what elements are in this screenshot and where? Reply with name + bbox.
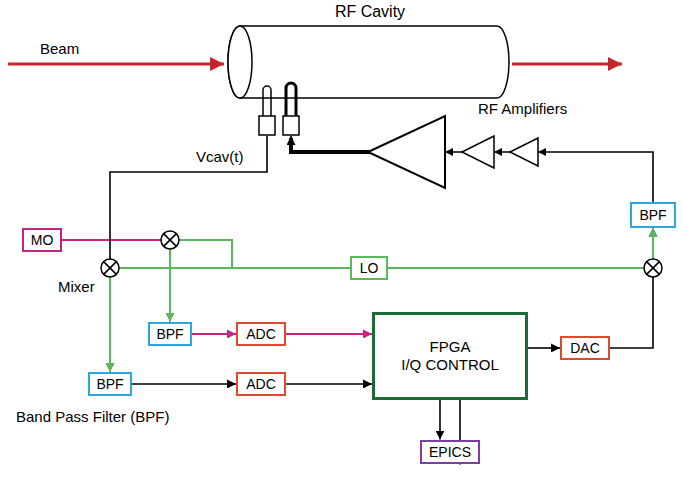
- beam-arrow: [512, 63, 622, 66]
- amplifier-symbol: [462, 136, 494, 168]
- beam-label: Beam: [40, 40, 79, 58]
- part-name: RF Amplifiers: [478, 100, 567, 118]
- signal-line: [192, 333, 236, 335]
- signal-line: [439, 400, 441, 440]
- filter-box: BPF: [148, 322, 192, 347]
- filter-box: BPF: [88, 372, 132, 397]
- signal-line: [110, 268, 350, 372]
- arrow-head: [538, 148, 546, 156]
- converter-box: ADC: [236, 372, 286, 397]
- box-text: DAC: [570, 340, 600, 357]
- signal-line: [286, 383, 372, 385]
- rf-cavity: RF Cavity: [225, 2, 515, 136]
- oscillator-box: MO: [22, 228, 62, 253]
- box-text: FPGA: [430, 338, 471, 356]
- box-text: ADC: [246, 376, 276, 393]
- signal-line: [286, 333, 372, 335]
- beam-arrow: [8, 63, 224, 66]
- signal-line: [132, 383, 236, 385]
- converter-box: DAC: [560, 336, 610, 361]
- box-text: I/Q CONTROL: [401, 356, 499, 374]
- part-name: Mixer: [58, 278, 95, 296]
- mixer-symbol: [644, 259, 662, 277]
- converter-box: ADC: [236, 322, 286, 347]
- box-text: BPF: [96, 376, 123, 393]
- signal-name: Vcav(t): [196, 148, 244, 166]
- box-text: BPF: [156, 326, 183, 343]
- arrow-head: [494, 148, 502, 156]
- amplifier-symbol: [510, 138, 538, 166]
- signal-line: [388, 228, 653, 268]
- box-text: LO: [360, 260, 379, 277]
- box-text: EPICS: [429, 444, 471, 461]
- box-text: MO: [31, 232, 54, 249]
- signal-line: [291, 136, 653, 202]
- cavity-outline: [225, 2, 515, 136]
- box-text: BPF: [639, 207, 666, 224]
- drive-line: [291, 138, 370, 152]
- box-text: RF Cavity: [335, 2, 405, 21]
- part-name: Band Pass Filter (BPF): [16, 408, 169, 426]
- mixer-symbol: [161, 231, 179, 249]
- signal-line: [528, 347, 560, 349]
- mixer-symbol: [101, 259, 119, 277]
- oscillator-box: LO: [350, 256, 388, 281]
- signal-line: [170, 240, 350, 322]
- filter-box: BPF: [630, 202, 676, 228]
- signal-line: [610, 228, 653, 348]
- controller-box: FPGAI/Q CONTROL: [372, 312, 528, 400]
- control-system-box: EPICS: [420, 440, 480, 465]
- amplifier-symbol: [368, 116, 445, 188]
- arrow-head: [445, 148, 453, 156]
- box-text: ADC: [246, 326, 276, 343]
